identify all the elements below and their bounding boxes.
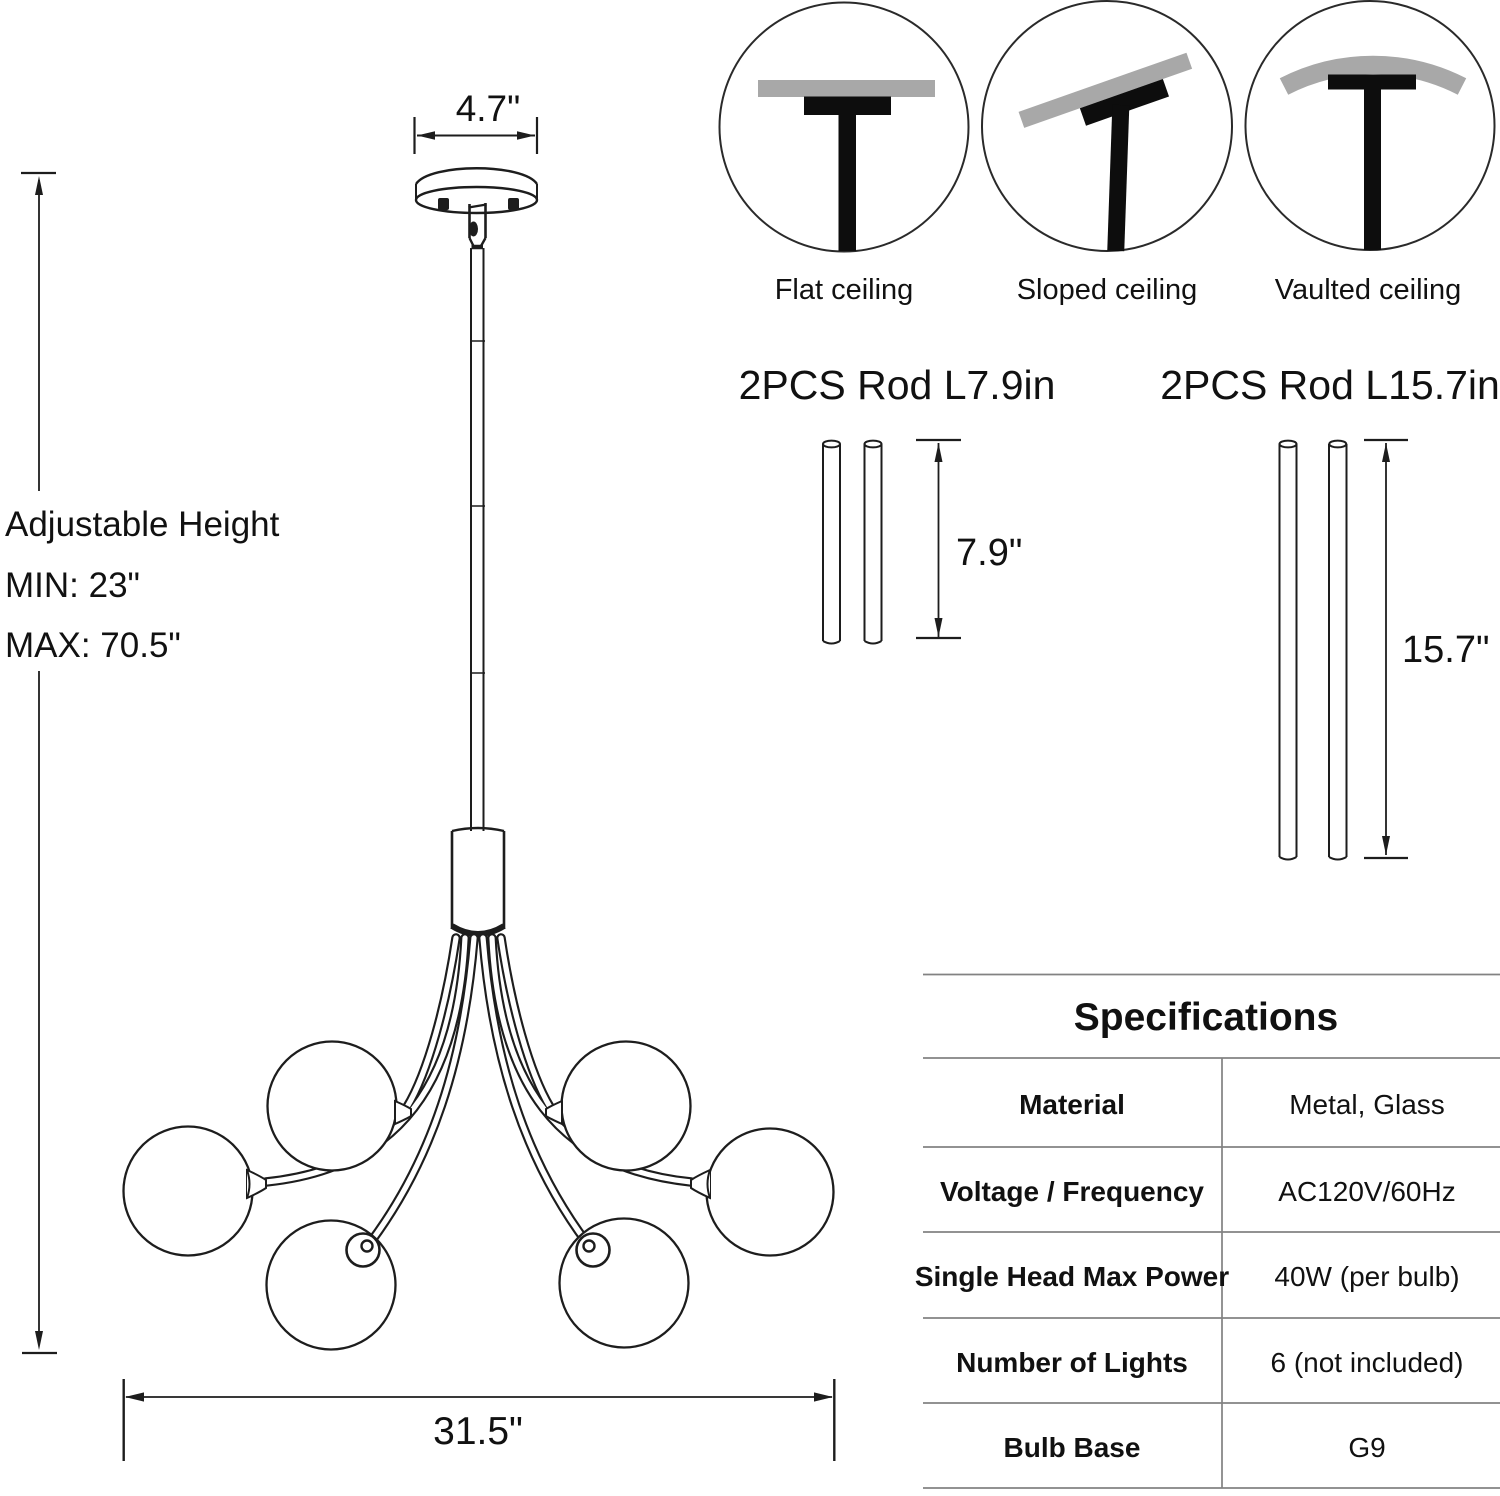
svg-text:2PCS Rod L7.9in: 2PCS Rod L7.9in (739, 362, 1056, 408)
svg-text:Number of Lights: Number of Lights (956, 1347, 1188, 1378)
svg-text:31.5": 31.5" (433, 1410, 523, 1453)
svg-text:6 (not included): 6 (not included) (1270, 1347, 1463, 1378)
svg-text:Flat ceiling: Flat ceiling (775, 274, 914, 306)
svg-text:AC120V/60Hz: AC120V/60Hz (1278, 1176, 1455, 1207)
svg-text:Metal, Glass: Metal, Glass (1289, 1089, 1445, 1120)
svg-text:4.7": 4.7" (456, 88, 521, 129)
svg-text:Specifications: Specifications (1074, 996, 1338, 1039)
svg-text:Adjustable Height: Adjustable Height (5, 505, 280, 544)
svg-text:Bulb Base: Bulb Base (1004, 1432, 1141, 1463)
svg-text:40W (per bulb): 40W (per bulb) (1274, 1261, 1459, 1292)
svg-text:15.7": 15.7" (1402, 629, 1489, 671)
svg-text:G9: G9 (1348, 1432, 1385, 1463)
svg-text:2PCS Rod L15.7in: 2PCS Rod L15.7in (1160, 362, 1500, 408)
svg-text:MAX: 70.5": MAX: 70.5" (5, 626, 181, 665)
svg-text:Voltage / Frequency: Voltage / Frequency (940, 1176, 1204, 1207)
svg-text:Single Head Max Power: Single Head Max Power (915, 1261, 1229, 1292)
svg-text:Sloped ceiling: Sloped ceiling (1017, 274, 1198, 306)
svg-text:Material: Material (1019, 1089, 1125, 1120)
svg-text:Vaulted ceiling: Vaulted ceiling (1275, 274, 1461, 306)
svg-text:MIN: 23": MIN: 23" (5, 566, 140, 605)
svg-text:7.9": 7.9" (956, 532, 1022, 574)
